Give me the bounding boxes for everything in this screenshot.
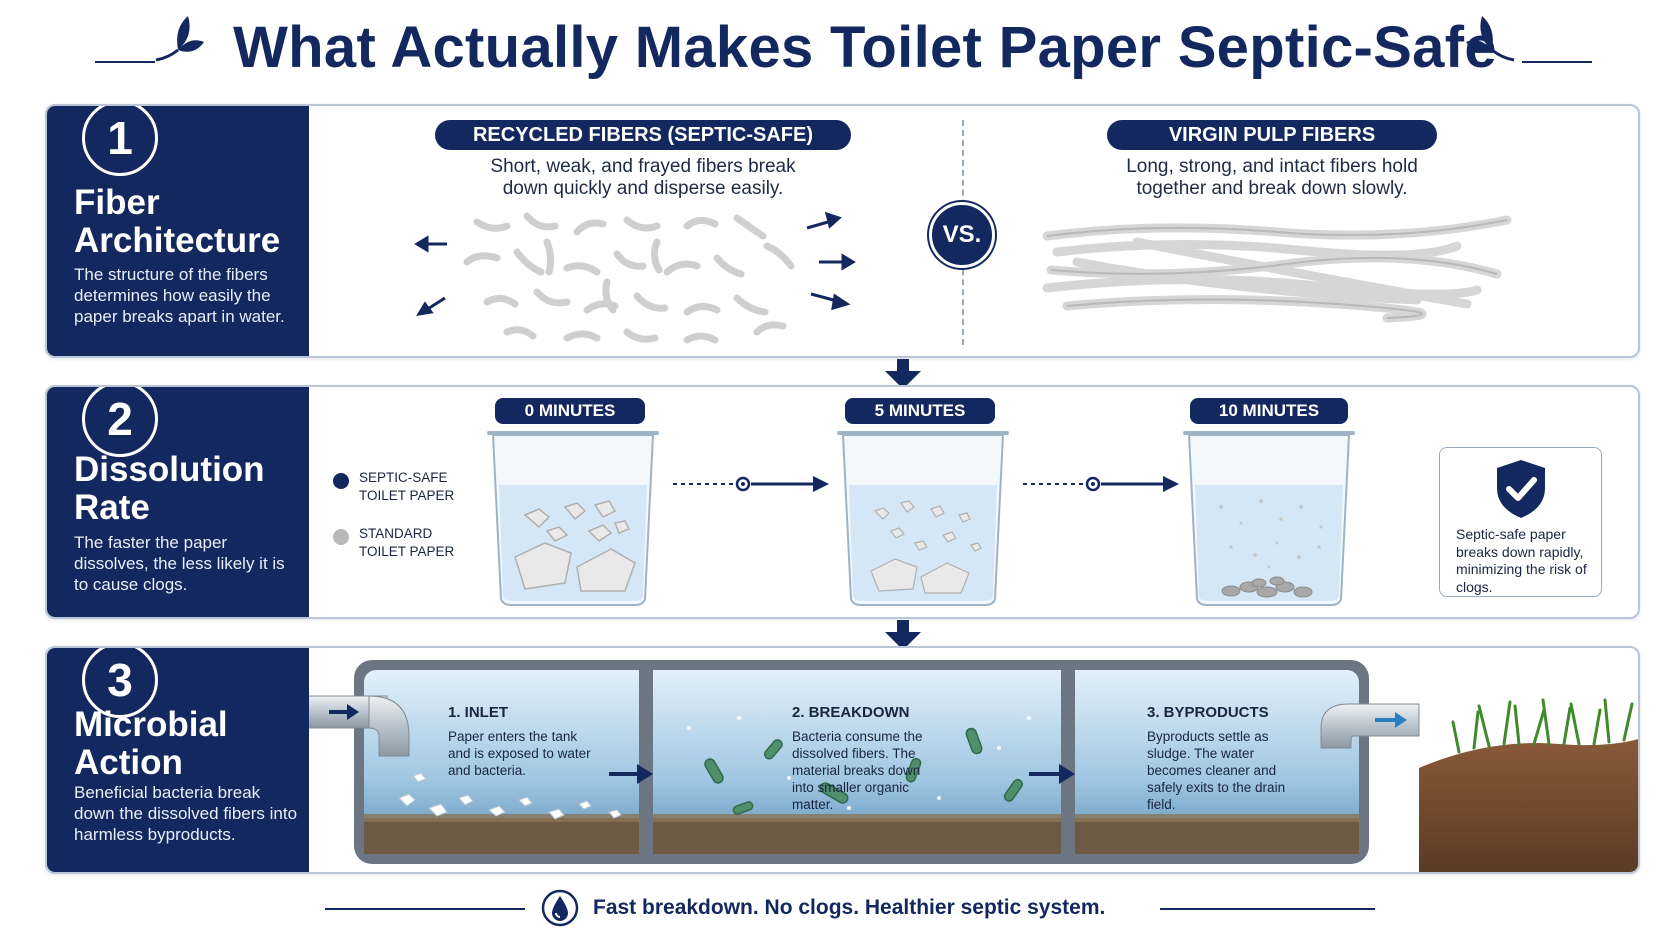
chamber-inlet-heading: 1. INLET (448, 704, 509, 721)
leaf-icon (155, 16, 204, 62)
beaker-0-minutes (487, 431, 659, 606)
footer-tagline: Fast breakdown. No clogs. Healthier sept… (593, 896, 1106, 919)
water-drop-icon (541, 889, 579, 927)
section-sidebar: 2 Dissolution Rate The faster the paper … (47, 387, 309, 617)
shield-check-icon (1497, 460, 1545, 518)
section-sidebar: 3 Microbial Action Beneficial bacteria b… (47, 648, 309, 872)
section-description: Beneficial bacteria break down the disso… (74, 783, 298, 844)
footer-rule-left (325, 908, 525, 910)
leaf-icon (1466, 16, 1515, 62)
chamber-breakdown-heading: 2. BREAKDOWN (792, 704, 910, 721)
section-fiber-architecture: 1 Fiber Architecture The structure of th… (45, 104, 1640, 358)
section-number: 2 (82, 387, 158, 457)
stage-label-0-minutes: 0 MINUTES (495, 398, 645, 424)
short-fibers-illustration (414, 211, 856, 344)
section-title: Fiber Architecture (74, 183, 281, 260)
stage-label-10-minutes: 10 MINUTES (1190, 398, 1348, 424)
down-arrow-icon (885, 359, 921, 389)
progress-arrow-icon (673, 476, 829, 492)
long-fibers-illustration (1042, 215, 1512, 323)
section-description: The structure of the fibers determines h… (74, 265, 285, 326)
header-rule-right (1522, 61, 1592, 63)
header: What Actually Makes Toilet Paper Septic-… (0, 0, 1672, 100)
page-title: What Actually Makes Toilet Paper Septic-… (233, 15, 1497, 80)
progress-arrow-icon (1023, 476, 1179, 492)
section-title: Dissolution Rate (74, 450, 265, 527)
legend-item-standard: STANDARD TOILET PAPER (333, 525, 503, 565)
beaker-5-minutes (837, 431, 1009, 606)
section-title: Microbial Action (74, 705, 228, 782)
legend-dot (333, 473, 349, 489)
beaker-10-minutes (1183, 431, 1355, 606)
stage-label-5-minutes: 5 MINUTES (845, 398, 995, 424)
legend: SEPTIC-SAFE TOILET PAPER STANDARD TOILET… (333, 469, 503, 565)
disperse-arrows (414, 211, 856, 317)
septic-tank-illustration (309, 660, 1638, 872)
recycled-fibers-label: RECYCLED FIBERS (SEPTIC-SAFE) (435, 120, 851, 150)
recycled-fibers-caption: Short, weak, and frayed fibers break dow… (490, 156, 796, 199)
virgin-fibers-label: VIRGIN PULP FIBERS (1107, 120, 1437, 150)
chamber-byproducts-heading: 3. BYPRODUCTS (1147, 704, 1269, 721)
footer-rule-right (1160, 908, 1375, 910)
section-number: 1 (82, 106, 158, 176)
chamber-inlet-text: Paper enters the tank and is exposed to … (448, 729, 591, 778)
chamber-byproducts-text: Byproducts settle as sludge. The water b… (1147, 729, 1286, 812)
header-rule-left (95, 61, 155, 63)
fiber-fragments (463, 212, 795, 344)
section-dissolution-rate: 2 Dissolution Rate The faster the paper … (45, 385, 1640, 619)
section-description: The faster the paper dissolves, the less… (74, 533, 285, 594)
down-arrow-icon (885, 620, 921, 650)
chamber-breakdown-text: Bacteria consume the dissolved fibers. T… (792, 729, 923, 812)
section-sidebar: 1 Fiber Architecture The structure of th… (47, 106, 309, 356)
section-microbial-action: 3 Microbial Action Beneficial bacteria b… (45, 646, 1640, 874)
legend-item-septic-safe: SEPTIC-SAFE TOILET PAPER (333, 469, 503, 509)
virgin-fibers-caption: Long, strong, and intact fibers hold tog… (1126, 156, 1418, 199)
septic-safe-badge-card: Septic-safe paper breaks down rapidly, m… (1439, 447, 1602, 597)
legend-dot (333, 529, 349, 545)
vs-badge: VS. (929, 202, 995, 268)
section-number: 3 (82, 648, 158, 718)
badge-text: Septic-safe paper breaks down rapidly, m… (1456, 526, 1587, 595)
footer: Fast breakdown. No clogs. Healthier sept… (0, 880, 1672, 935)
